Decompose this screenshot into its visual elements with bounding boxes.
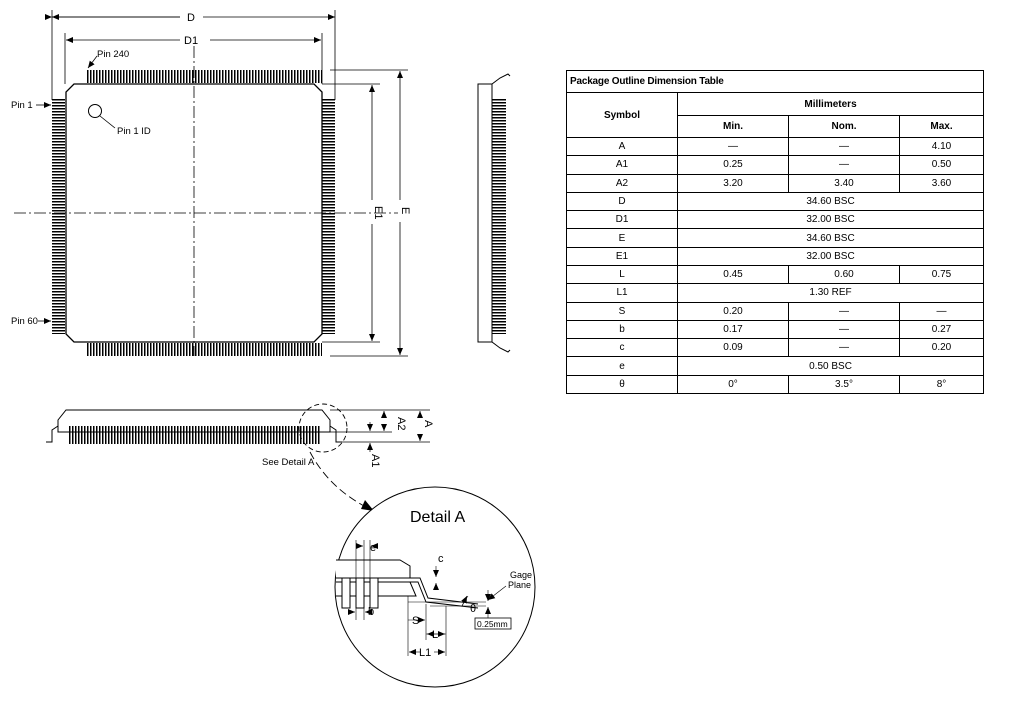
table-cell-min: 0° [677,374,789,395]
table-cell-sym: D1 [566,210,678,230]
table-cell-min: 0.25 [677,155,789,175]
table-cell-sym: c [566,338,678,358]
table-cell-min: 0.45 [677,264,789,285]
gage-dim-label: 0.25mm [477,619,508,629]
table-cell-max: 0.50 [898,155,985,175]
dim-d1-label: D1 [184,35,198,47]
table-cell-max: — [898,301,985,321]
table-cell-span: 32.00 BSC [676,246,985,267]
dim-e-detail: e [370,542,376,554]
detail-a: Detail A e c b [334,486,536,688]
dimension-table: Package Outline Dimension Table Symbol M… [565,69,985,395]
table-cell-max: 0.20 [898,338,985,358]
min-header: Min. [677,114,789,139]
dim-s-detail: S [412,615,419,627]
table-cell-sym: L [566,264,678,285]
table-cell-min: 0.20 [677,301,789,321]
dim-e1-label: E1 [372,206,384,219]
unit-header: Millimeters [676,92,985,116]
dim-a-label: A [422,420,434,428]
table-cell-max: 0.27 [898,319,985,340]
pin1-label: Pin 1 [11,100,33,111]
table-cell-sym: θ [566,374,678,395]
dim-l-detail: L [432,629,438,641]
pin1-id-circle [88,104,102,118]
table-cell-nom: 3.40 [788,173,900,193]
table-cell-span: 34.60 BSC [676,191,985,212]
detail-title: Detail A [410,509,465,526]
table-cell-span: 0.50 BSC [676,356,985,376]
table-row: A——4.10 [566,137,985,157]
table-cell-max: 3.60 [898,173,985,193]
dim-l1-detail: L1 [419,647,431,659]
dim-d-label: D [187,12,195,24]
symbol-header: Symbol [566,92,678,139]
dim-a2-label: A2 [395,417,407,430]
table-cell-span: 1.30 REF [676,283,985,303]
table-cell-nom: — [788,301,900,321]
nom-header: Nom. [788,114,900,139]
table-cell-sym: E1 [566,246,678,267]
bottom-pins [86,343,322,356]
table-cell-max: 4.10 [898,137,985,157]
left-pins [52,98,65,334]
table-cell-sym: E [566,228,678,248]
table-cell-nom: 0.60 [788,264,900,285]
dim-e-label: E [399,207,411,214]
pin1-id-label: Pin 1 ID [117,126,151,137]
table-cell-sym: S [566,301,678,321]
table-cell-nom: — [788,338,900,358]
table-cell-span: 34.60 BSC [676,228,985,248]
table-cell-sym: D [566,191,678,212]
table-cell-min: 0.17 [677,319,789,340]
table-cell-min: — [677,137,789,157]
table-cell-nom: — [788,319,900,340]
table-cell-min: 3.20 [677,173,789,193]
table-title: Package Outline Dimension Table [565,69,985,94]
table-cell-nom: 3.5° [788,374,900,395]
end-view [477,73,511,353]
dim-b-detail: b [368,606,374,618]
dim-theta-detail: θ [470,603,476,615]
table-cell-sym: b [566,319,678,340]
side-view: See Detail A A A2 A1 [46,403,434,511]
table-cell-nom: — [788,137,900,157]
gage-label-1: Gage [510,570,532,580]
top-view: Pin 1 ID D D1 E E1 Pin 1 Pin 240 Pin 60 [11,10,411,357]
table-cell-sym: A1 [566,155,678,175]
table-cell-max: 8° [898,374,985,395]
gage-label-2: Plane [508,580,531,590]
table-cell-sym: e [566,356,678,376]
table-cell-max: 0.75 [898,264,985,285]
max-header: Max. [898,114,985,139]
table-cell-sym: A2 [566,173,678,193]
table-cell-nom: — [788,155,900,175]
table-cell-min: 0.09 [677,338,789,358]
table-cell-span: 32.00 BSC [676,210,985,230]
table-cell-sym: L1 [566,283,678,303]
pin60-label: Pin 60 [11,316,38,327]
dim-a1-label: A1 [369,454,381,467]
right-pins [322,98,335,334]
pin240-label: Pin 240 [97,49,129,60]
see-detail-label: See Detail A [262,457,315,468]
table-cell-sym: A [566,137,678,157]
dim-c-detail: c [438,553,444,565]
top-pins [86,70,322,83]
